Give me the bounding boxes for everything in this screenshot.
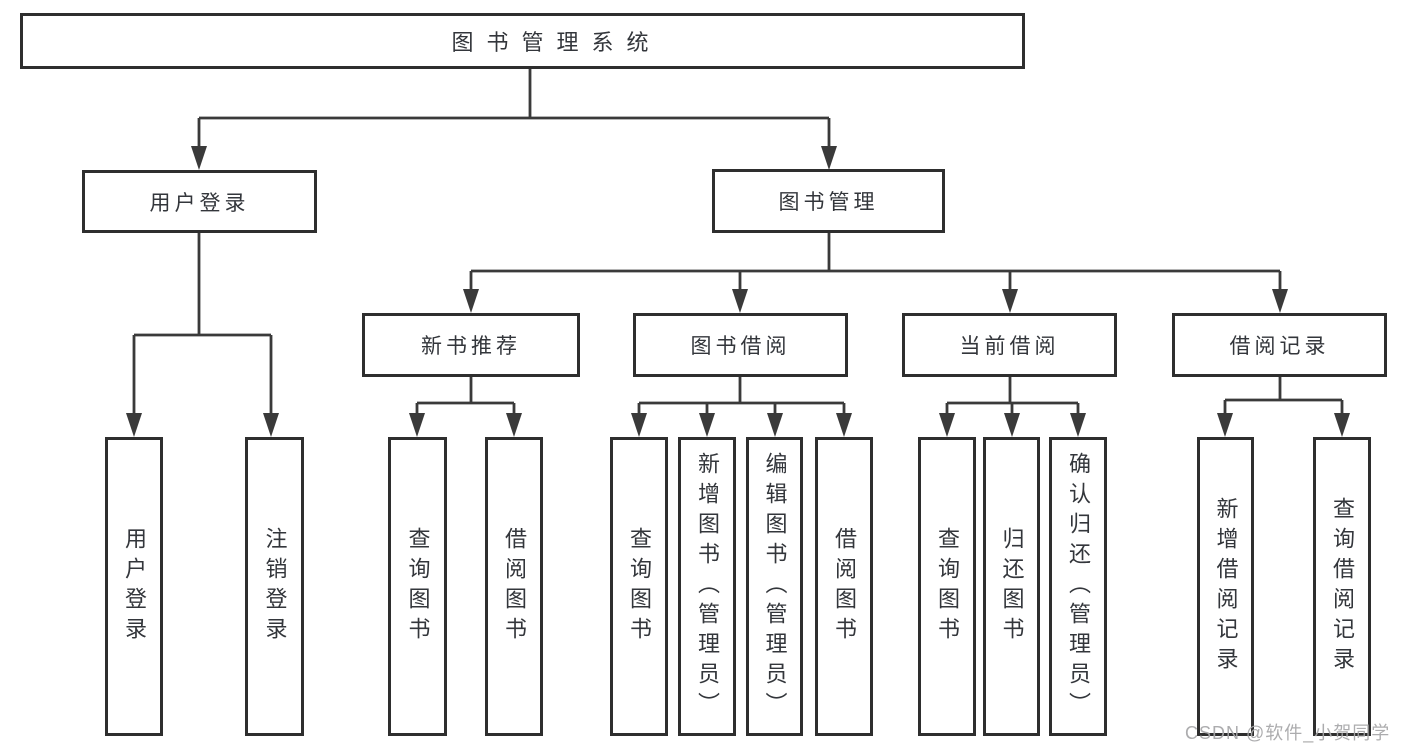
leaf-label: 新增借阅记录 [1213, 496, 1239, 677]
node-user-login: 用户登录 [82, 170, 317, 233]
leaf-label: 编辑图书（管理员） [762, 451, 788, 722]
node-label: 新书推荐 [421, 335, 521, 358]
node-label: 图书管理系统 [451, 30, 662, 55]
node-current-borrowing: 当前借阅 [902, 313, 1117, 377]
leaf-label: 查询图书 [935, 526, 960, 647]
leaf-borrow-books-recommend: 借阅图书 [485, 437, 543, 736]
leaf-label: 确认归还（管理员） [1066, 451, 1091, 722]
leaf-label: 查询借阅记录 [1330, 496, 1355, 677]
leaf-label: 借阅图书 [502, 526, 527, 647]
leaf-query-books-borrow: 查询图书 [610, 437, 668, 736]
leaf-add-books-admin: 新增图书（管理员） [678, 437, 736, 736]
leaf-query-books-current: 查询图书 [918, 437, 976, 736]
leaf-label: 归还图书 [999, 526, 1025, 647]
node-book-management: 图书管理 [712, 169, 945, 233]
leaf-borrow-books: 借阅图书 [815, 437, 873, 736]
node-borrowing-records: 借阅记录 [1172, 313, 1387, 377]
leaf-confirm-return-admin: 确认归还（管理员） [1049, 437, 1107, 736]
leaf-user-login: 用户登录 [105, 437, 163, 736]
leaf-return-books: 归还图书 [983, 437, 1040, 736]
leaf-label: 用户登录 [122, 526, 147, 647]
leaf-label: 新增图书（管理员） [695, 451, 720, 722]
leaf-label: 注销登录 [262, 526, 288, 647]
leaf-query-borrow-record: 查询借阅记录 [1313, 437, 1371, 736]
arrowheads [126, 146, 1350, 437]
leaf-edit-books-admin: 编辑图书（管理员） [746, 437, 803, 736]
node-label: 用户登录 [149, 191, 250, 215]
node-book-borrowing: 图书借阅 [633, 313, 848, 377]
node-label: 借阅记录 [1229, 335, 1330, 358]
leaf-logout: 注销登录 [245, 437, 304, 736]
leaf-add-borrow-record: 新增借阅记录 [1197, 437, 1254, 736]
node-library-management-system: 图书管理系统 [20, 13, 1025, 69]
node-new-book-recommendation: 新书推荐 [362, 313, 580, 377]
leaf-query-books-recommend: 查询图书 [388, 437, 447, 736]
leaf-label: 查询图书 [405, 526, 431, 647]
node-label: 图书借阅 [690, 335, 791, 358]
node-label: 图书管理 [778, 191, 879, 214]
watermark: CSDN @软件_小贺同学 [1185, 723, 1391, 743]
leaf-label: 借阅图书 [832, 526, 857, 647]
node-label: 当前借阅 [959, 335, 1060, 358]
leaf-label: 查询图书 [627, 526, 652, 647]
